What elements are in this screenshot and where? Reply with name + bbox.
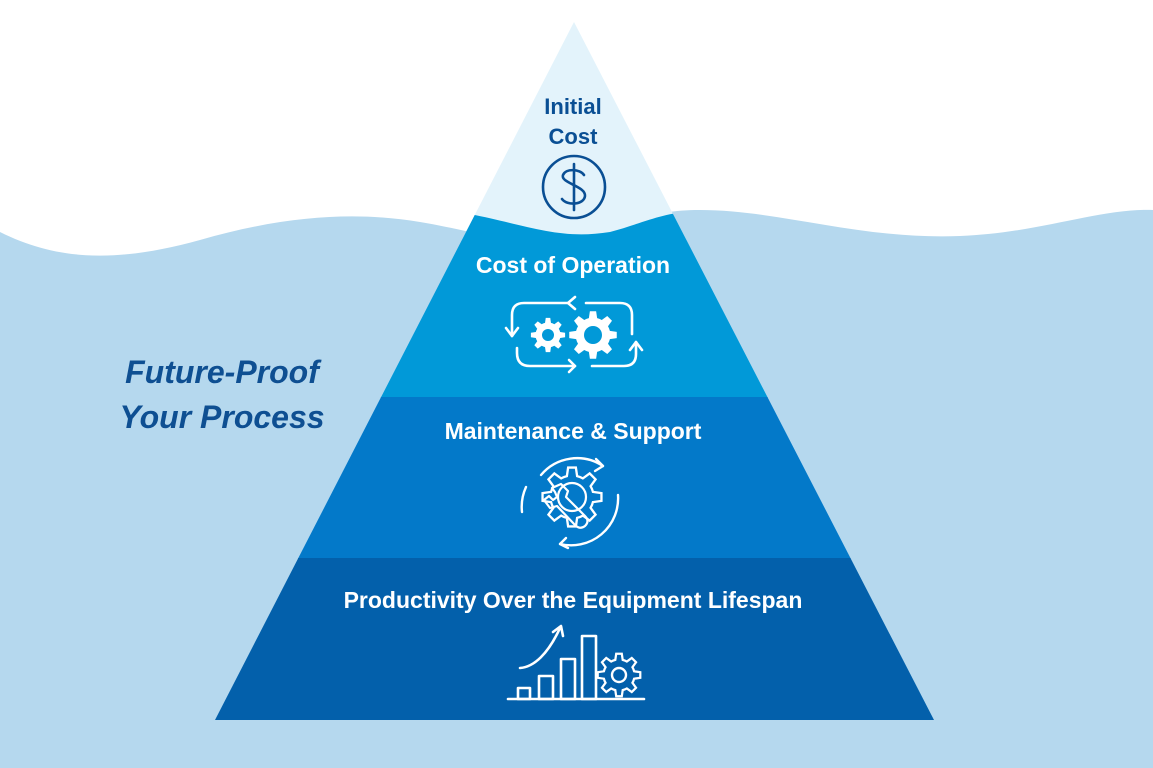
- tagline-line1: Future-Proof: [125, 354, 319, 390]
- tagline-line2: Your Process: [119, 399, 325, 435]
- gears-cycle-icon: [504, 295, 644, 374]
- initial-cost-line2: Cost: [548, 124, 598, 149]
- tier-label-maintenance-support: Maintenance & Support: [444, 418, 702, 444]
- tier-label-cost-of-operation: Cost of Operation: [475, 252, 671, 278]
- dollar-icon: [541, 154, 607, 220]
- initial-cost-line1: Initial: [544, 94, 602, 119]
- tier-label-initial-cost: Initial Cost: [473, 92, 673, 152]
- tier-label-productivity: Productivity Over the Equipment Lifespan: [343, 587, 803, 613]
- maintenance-wrench-gear-icon: [520, 456, 620, 550]
- growth-chart-gear-icon: [506, 624, 646, 701]
- tagline: Future-Proof Your Process: [92, 350, 352, 440]
